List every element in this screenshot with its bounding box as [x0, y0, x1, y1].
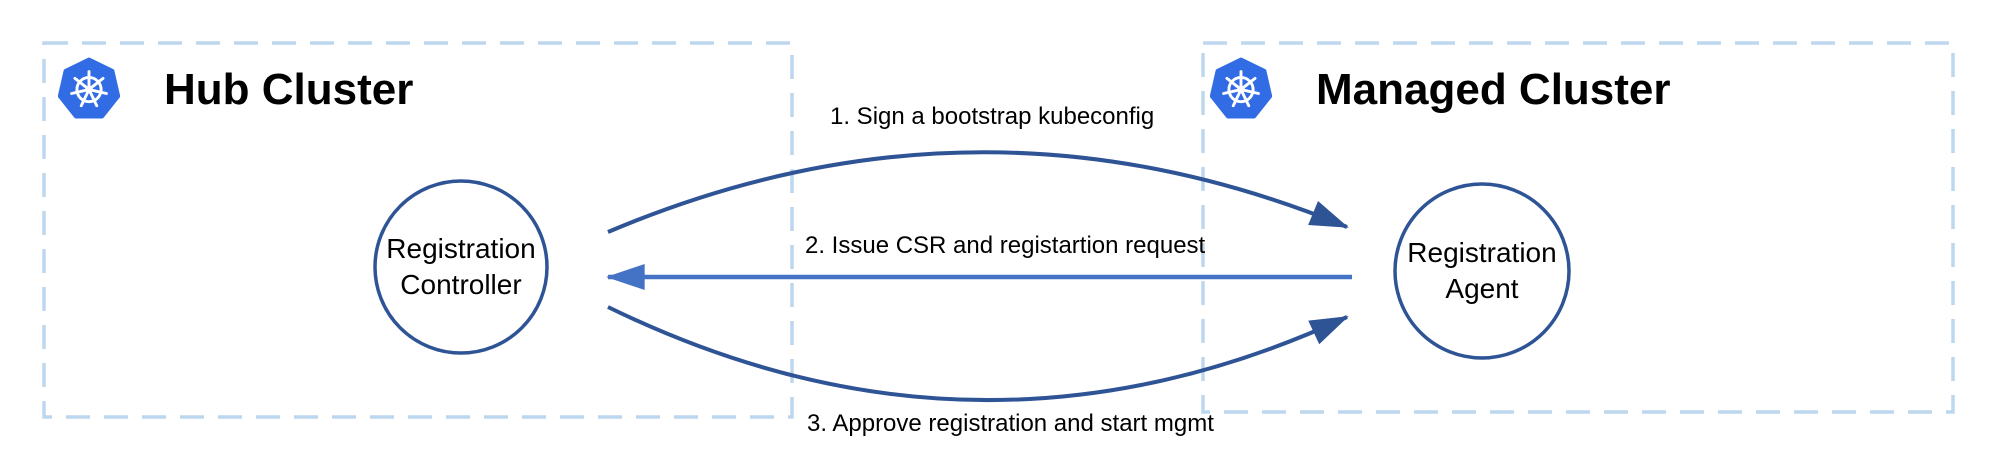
- registration-agent-label: Registration Agent: [1395, 184, 1569, 358]
- node-label-line: Registration: [386, 233, 536, 264]
- message-label-sign-bootstrap: 1. Sign a bootstrap kubeconfig: [830, 103, 1155, 130]
- hub-cluster-header: Hub Cluster: [58, 50, 413, 130]
- node-label-line: Registration: [1407, 237, 1557, 268]
- managed-cluster-header: Managed Cluster: [1210, 50, 1671, 130]
- arrow-sign-bootstrap-kubeconfig: [607, 150, 1349, 234]
- message-label-approve-registration: 3. Approve registration and start mgmt: [807, 410, 1214, 437]
- registration-controller-circle: [373, 179, 549, 355]
- kubernetes-icon: [1210, 57, 1272, 118]
- message-label-issue-csr: 2. Issue CSR and registartion request: [805, 232, 1206, 259]
- managed-cluster-box: [1201, 41, 1955, 414]
- kubernetes-icon: [58, 57, 120, 118]
- arrow-approve-registration: [607, 305, 1349, 403]
- managed-cluster-title: Managed Cluster: [1316, 65, 1671, 114]
- node-label-line: Agent: [1445, 273, 1519, 304]
- registration-controller-label: Registration Controller: [375, 181, 547, 353]
- hub-cluster-title: Hub Cluster: [164, 65, 414, 114]
- registration-agent-circle: [1393, 182, 1571, 360]
- node-label-line: Controller: [400, 269, 522, 300]
- hub-cluster-box: [42, 41, 794, 419]
